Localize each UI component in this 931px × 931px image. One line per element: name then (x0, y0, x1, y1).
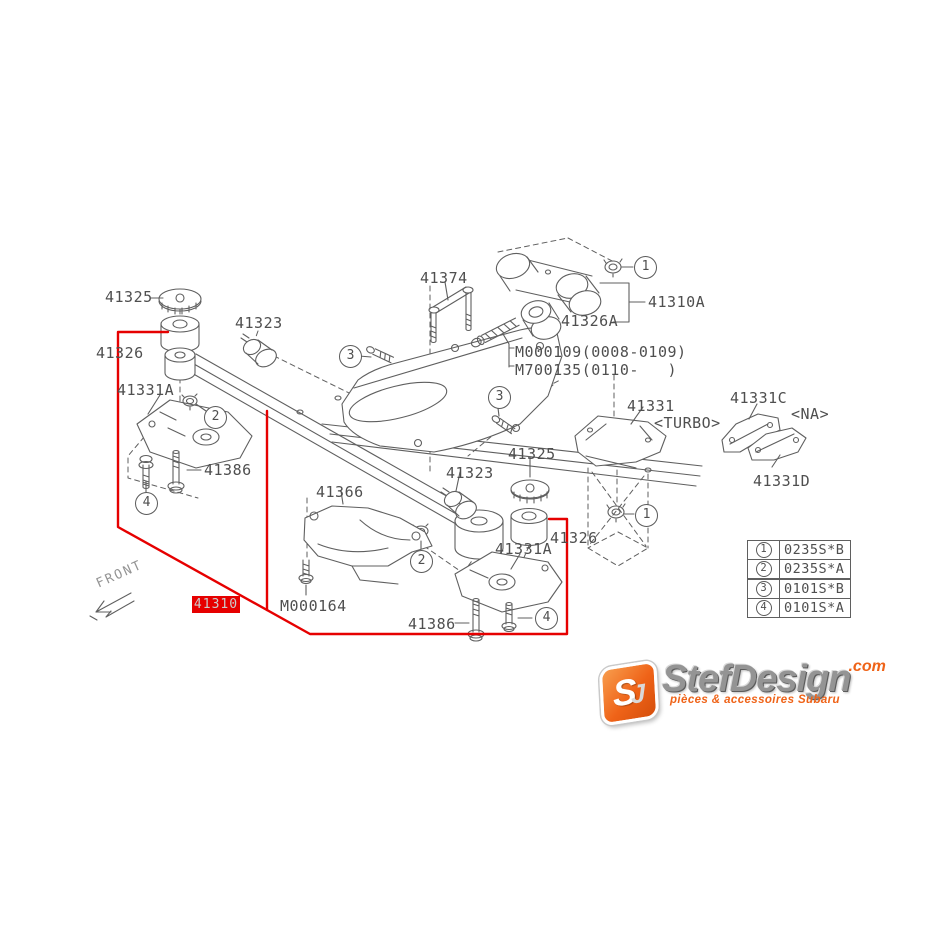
right-mount-bolts (467, 597, 517, 642)
front-arrow-icon (89, 592, 135, 621)
legend-code: 0235S*A (784, 561, 845, 577)
part-label-M700135: M700135(0110- ) (515, 361, 678, 379)
brand-tld: .com (848, 658, 886, 675)
rear-mount-bracket-41310A (495, 252, 602, 316)
highlight-outline-41310 (116, 330, 569, 636)
part-label-41323-left: 41323 (235, 314, 283, 332)
callout-1-top: 1 (634, 256, 657, 279)
part-label-M000109: M000109(0008-0109) (515, 343, 687, 361)
bolt-callout3-right (491, 415, 516, 435)
highlighted-part-label-41310[interactable]: 41310 (192, 596, 240, 613)
part-label-41331A-right: 41331A (495, 540, 553, 558)
rear-mount-bolt-M000109 (470, 317, 520, 348)
rear-bushing-41326A (520, 300, 562, 340)
left-bracket-41331A (136, 399, 253, 469)
stud-plate-41374 (428, 286, 474, 344)
callout-3-left: 3 (339, 345, 362, 368)
left-damper-41323 (240, 333, 277, 368)
bolt-callout3-left (366, 346, 395, 364)
part-label-41331: 41331 (627, 397, 675, 415)
legend-row: 3 0101S*B (748, 578, 850, 598)
legend-row: 2 0235S*A (748, 559, 850, 578)
bolt-M000164 (298, 559, 314, 585)
left-mount-bolts (138, 449, 185, 494)
part-label-41331D: 41331D (753, 472, 811, 490)
legend-row: 4 0101S*A (748, 598, 850, 617)
part-label-41366: 41366 (316, 483, 364, 501)
flange-nuts (181, 258, 626, 541)
leader-lines (145, 266, 781, 624)
turbo-bracket-41331 (574, 415, 667, 469)
variant-label-na: <NA> (791, 405, 830, 423)
part-label-41323-right: 41323 (446, 464, 494, 482)
part-label-41325-left: 41325 (105, 288, 153, 306)
brand-tagline: pièces & accessoires Subaru (670, 694, 840, 706)
legend-code: 0235S*B (784, 542, 845, 558)
legend-callout-2: 2 (755, 561, 772, 577)
part-label-41310A: 41310A (648, 293, 706, 311)
na-strap-41331C (721, 413, 781, 453)
logo-monogram-j: J (630, 677, 646, 710)
legend-code: 0101S*B (784, 581, 845, 597)
part-label-41331A-left: 41331A (117, 381, 175, 399)
stefdesign-logo-icon: SJ (598, 659, 660, 727)
stefdesign-logo[interactable]: SJ StefDesign.com pièces & accessoires S… (596, 652, 886, 744)
part-label-41326A: 41326A (561, 312, 619, 330)
part-label-41331C: 41331C (730, 389, 788, 407)
part-label-41326-right: 41326 (550, 529, 598, 547)
legend-callout-3: 3 (755, 581, 772, 597)
callout-3-right: 3 (488, 386, 511, 409)
heat-shield-part (341, 327, 563, 453)
legend-callout-4: 4 (755, 600, 772, 616)
part-label-41325-right: 41325 (508, 445, 556, 463)
part-label-41326-left: 41326 (96, 344, 144, 362)
callout-4-bottom: 4 (535, 607, 558, 630)
left-mount-stack (158, 288, 202, 381)
variant-label-turbo: <TURBO> (654, 414, 721, 432)
callout-4-left: 4 (135, 492, 158, 515)
legend-callout-1: 1 (755, 542, 772, 558)
part-label-41386-left: 41386 (204, 461, 252, 479)
brand-name: StefDesign (662, 658, 851, 700)
part-label-41386-bottom: 41386 (408, 615, 456, 633)
legend-code: 0101S*A (784, 600, 845, 616)
part-label-41374: 41374 (420, 269, 468, 287)
part-label-M000164: M000164 (280, 597, 347, 615)
right-bracket-41331A (454, 551, 563, 613)
bracket-41366 (303, 505, 433, 585)
callout-2-left: 2 (204, 406, 227, 429)
callout-1-right: 1 (635, 504, 658, 527)
right-mount-stack (454, 479, 550, 560)
callout-2-center: 2 (410, 550, 433, 573)
hardware-legend-table: 1 0235S*B 2 0235S*A 3 0101S*B 4 0101S*A (747, 540, 851, 618)
right-damper-41323 (440, 487, 477, 520)
logo-wordmark: StefDesign.com pièces & accessoires Suba… (662, 658, 888, 706)
na-strap-41331D (747, 427, 807, 461)
legend-row: 1 0235S*B (748, 541, 850, 559)
